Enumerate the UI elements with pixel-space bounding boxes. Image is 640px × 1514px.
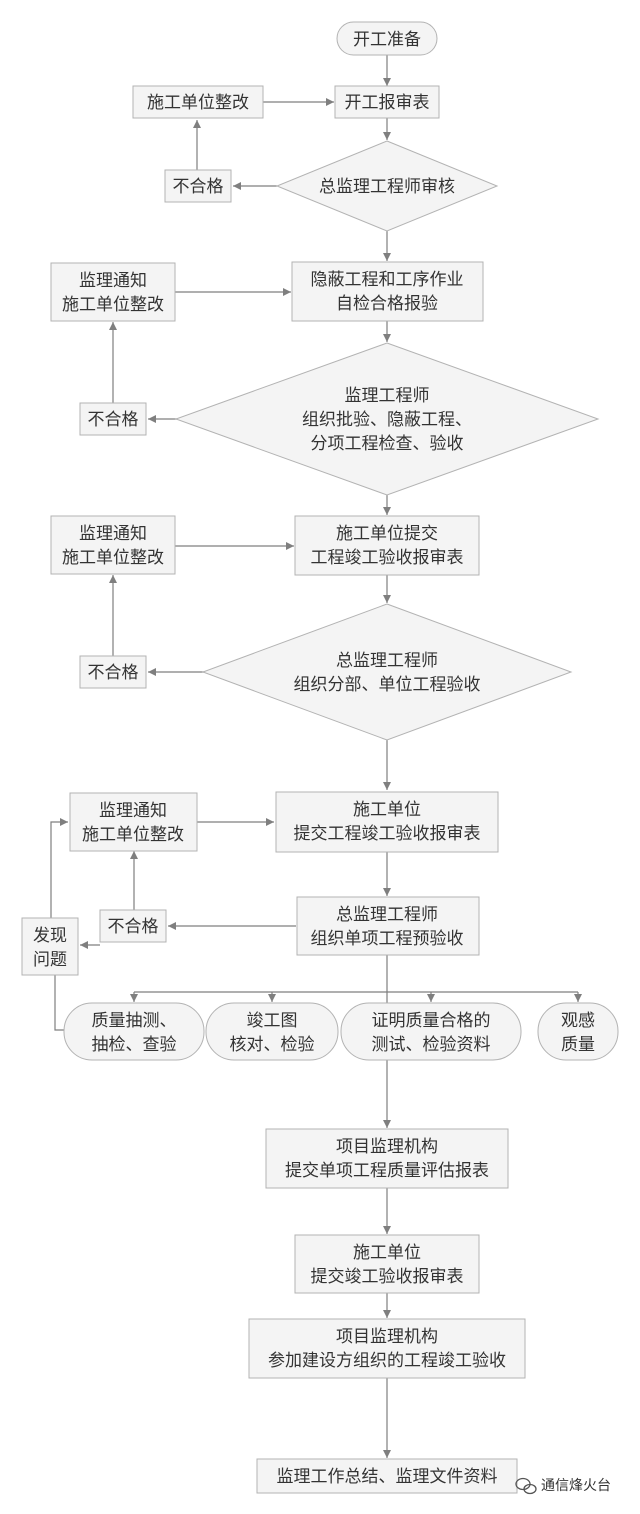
hidden-check-line2: 自检合格报验 <box>336 294 438 314</box>
notice-4-line1: 监理通知 <box>99 801 167 821</box>
review-2-line3: 分项工程检查、验收 <box>311 434 464 454</box>
review-1-decision: 总监理工程师审核 <box>275 140 499 232</box>
item-3-node: 证明质量合格的 测试、检验资料 <box>340 1002 522 1061</box>
fail-1-label: 不合格 <box>173 177 224 197</box>
item-3-line2: 测试、检验资料 <box>372 1035 491 1055</box>
submit-4-line1: 施工单位 <box>353 800 421 820</box>
summary-label: 监理工作总结、监理文件资料 <box>277 1467 498 1487</box>
item-4-line2: 质量 <box>561 1035 595 1055</box>
notice-3-line2: 施工单位整改 <box>62 548 164 568</box>
quality-report-node: 项目监理机构 提交单项工程质量评估报表 <box>265 1128 509 1189</box>
notice-3-line1: 监理通知 <box>79 524 147 544</box>
review-2-line2: 组织批验、隐蔽工程、 <box>302 410 472 430</box>
notice-2-line2: 施工单位整改 <box>62 295 164 315</box>
submit-3-node: 施工单位提交 工程竣工验收报审表 <box>294 515 480 576</box>
item-2-line2: 核对、检验 <box>230 1035 315 1055</box>
fail-4-node: 不合格 <box>99 909 167 943</box>
notice-3-node: 监理通知 施工单位整改 <box>50 515 176 575</box>
arrow-found-issue-to-notice4 <box>50 818 68 918</box>
watermark: 通信烽火台 <box>515 1477 611 1495</box>
review-2-decision: 监理工程师 组织批验、隐蔽工程、 分项工程检查、验收 <box>174 342 600 496</box>
submit-3-line2: 工程竣工验收报审表 <box>311 548 464 568</box>
report-form-node: 开工报审表 <box>334 85 440 119</box>
join-accept-line2: 参加建设方组织的工程竣工验收 <box>268 1351 506 1371</box>
review-3-line2: 组织分部、单位工程验收 <box>294 675 481 695</box>
connectors <box>50 55 582 1458</box>
review-3-decision: 总监理工程师 组织分部、单位工程验收 <box>201 603 573 741</box>
join-accept-node: 项目监理机构 参加建设方组织的工程竣工验收 <box>248 1318 526 1379</box>
fail-1-node: 不合格 <box>164 169 232 203</box>
pre-accept-node: 总监理工程师 组织单项工程预验收 <box>296 896 480 956</box>
submit-final-node: 施工单位 提交竣工验收报审表 <box>294 1234 480 1294</box>
watermark-text: 通信烽火台 <box>541 1478 611 1494</box>
review-3-line1: 总监理工程师 <box>336 651 438 671</box>
pre-accept-line1: 总监理工程师 <box>336 905 438 925</box>
wechat-icon <box>515 1477 537 1495</box>
item-1-node: 质量抽测、 抽检、查验 <box>63 1002 205 1061</box>
quality-report-line1: 项目监理机构 <box>336 1137 438 1157</box>
found-issue-node: 发现 问题 <box>21 917 79 976</box>
item-4-line1: 观感 <box>561 1011 595 1031</box>
notice-4-node: 监理通知 施工单位整改 <box>69 792 198 852</box>
pre-accept-line2: 组织单项工程预验收 <box>311 929 464 949</box>
item-1-line1: 质量抽测、 <box>92 1011 177 1031</box>
fail-3-node: 不合格 <box>79 655 147 689</box>
rectify-1-label: 施工单位整改 <box>147 93 249 113</box>
notice-2-node: 监理通知 施工单位整改 <box>50 262 176 322</box>
item-1-line2: 抽检、查验 <box>92 1035 177 1055</box>
submit-final-line1: 施工单位 <box>353 1243 421 1263</box>
found-issue-line1: 发现 <box>33 926 67 946</box>
join-accept-line1: 项目监理机构 <box>336 1327 438 1347</box>
rectify-1-node: 施工单位整改 <box>132 85 264 119</box>
item-4-node: 观感 质量 <box>537 1002 619 1061</box>
submit-4-line2: 提交工程竣工验收报审表 <box>294 824 481 844</box>
quality-report-line2: 提交单项工程质量评估报表 <box>285 1161 489 1181</box>
fail-2-label: 不合格 <box>88 410 139 430</box>
item-2-node: 竣工图 核对、检验 <box>205 1002 339 1061</box>
found-issue-line2: 问题 <box>33 950 67 970</box>
hidden-check-line1: 隐蔽工程和工序作业 <box>311 270 464 290</box>
summary-node: 监理工作总结、监理文件资料 <box>256 1458 518 1494</box>
notice-2-line1: 监理通知 <box>79 271 147 291</box>
fail-2-node: 不合格 <box>79 402 147 436</box>
notice-4-line2: 施工单位整改 <box>82 825 184 845</box>
report-form-label: 开工报审表 <box>345 93 430 113</box>
line-items-to-found-issue <box>54 975 65 1031</box>
submit-3-line1: 施工单位提交 <box>336 524 438 544</box>
review-2-line1: 监理工程师 <box>345 386 430 406</box>
hidden-check-node: 隐蔽工程和工序作业 自检合格报验 <box>291 261 484 322</box>
submit-final-line2: 提交竣工验收报审表 <box>311 1267 464 1287</box>
item-2-line1: 竣工图 <box>247 1011 298 1031</box>
fail-3-label: 不合格 <box>88 663 139 683</box>
fail-4-label: 不合格 <box>108 917 159 937</box>
item-3-line1: 证明质量合格的 <box>372 1011 491 1031</box>
submit-4-node: 施工单位 提交工程竣工验收报审表 <box>275 791 499 853</box>
start-node: 开工准备 <box>336 21 438 56</box>
start-label: 开工准备 <box>353 30 421 50</box>
review-1-label: 总监理工程师审核 <box>319 177 455 197</box>
